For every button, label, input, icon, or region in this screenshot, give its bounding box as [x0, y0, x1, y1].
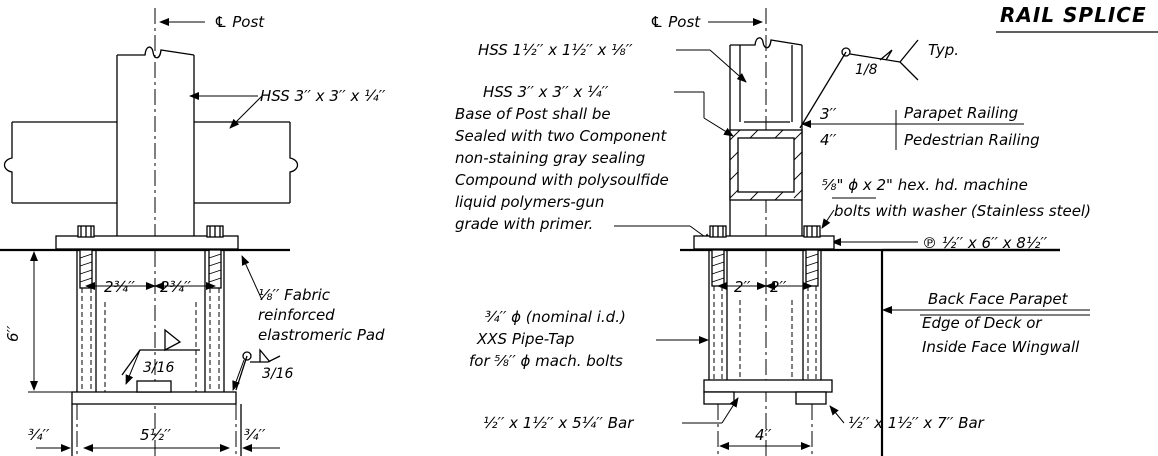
right-bolt: [711, 249, 725, 287]
right-base-plate: [693, 235, 835, 250]
left-cl-label: ℄ Post: [214, 13, 265, 31]
right-note-line3: non-staining gray sealing: [455, 149, 645, 167]
right-dim-4: 4′′: [820, 131, 837, 149]
left-rail-break-left: [3, 122, 13, 203]
right-bolt: [805, 249, 819, 287]
right-dim-3: 3′′: [820, 105, 837, 123]
left-hss-label: HSS 3′′ x 3′′ x ¼′′: [260, 87, 386, 105]
right-bar-foot-left: [703, 391, 735, 405]
right-note-line4: Compound with polysoulfide: [455, 171, 669, 189]
right-bar-left: ½′′ x 1½′′ x 5¼′′ Bar: [483, 414, 634, 432]
right-pedestrian: Pedestrian Railing: [904, 131, 1040, 149]
left-dim-bottom-left: ¾′′: [28, 426, 50, 444]
left-pad-line1: ⅛′′ Fabric: [258, 286, 331, 304]
right-back-line1: Back Face Parapet: [928, 290, 1069, 308]
left-bottom-bar: [71, 391, 237, 405]
right-cl-label: ℄ Post: [650, 13, 701, 31]
left-weld-b: 3/16: [262, 366, 294, 382]
left-rail-leader: [229, 95, 263, 129]
left-base-plate: [55, 235, 239, 250]
right-back-line3: Inside Face Wingwall: [922, 338, 1080, 356]
left-elevation-view: ℄ Post HSS 3′′ x 3′′ x ¼′′: [0, 8, 386, 456]
weld-all-around-icon: [841, 47, 851, 57]
left-dim-height: 6′′: [4, 325, 22, 342]
right-dim-2a: 2′′: [734, 278, 751, 296]
left-rail-break-right: [289, 122, 299, 203]
left-dim-bottom-mid: 5½′′: [140, 426, 171, 444]
left-pad-line3: elastromeric Pad: [258, 326, 385, 344]
right-bolts-line1: ⅝" ϕ x 2" hex. hd. machine: [822, 176, 1028, 194]
right-pipe-line1: ¾′′ ϕ (nominal i.d.): [485, 308, 626, 326]
right-section-view: ℄ Post HSS 1½′′ x 1½′′ x ⅛′′ HSS 3′′ x 3…: [455, 8, 1091, 456]
right-plate: ℗ ½′′ x 6′′ x 8½′′: [922, 234, 1048, 252]
left-dim-left: 2¾′′: [104, 278, 135, 296]
weld-all-around-icon: [242, 351, 252, 361]
right-pipe-line3: for ⅝′′ ϕ mach. bolts: [469, 352, 623, 370]
right-pipe-line2: XXS Pipe-Tap: [476, 330, 574, 348]
left-dim-right: 2¾′′: [160, 278, 191, 296]
right-note-line1: Base of Post shall be: [455, 105, 611, 123]
right-weld: 1/8: [855, 62, 878, 78]
right-dim-2b: 2′′: [770, 278, 787, 296]
right-back-line2: Edge of Deck or: [922, 314, 1042, 332]
left-weld-a: 3/16: [143, 360, 175, 376]
right-bar-foot-right: [795, 391, 827, 405]
drawing-title: RAIL SPLICE: [1000, 3, 1147, 27]
right-parapet: Parapet Railing: [904, 104, 1018, 122]
right-note-line5: liquid polymers-gun: [455, 193, 604, 211]
right-bar-right: ½′′ x 1½′′ x 7′′ Bar: [848, 414, 985, 432]
right-hss-big: HSS 3′′ x 3′′ x ¼′′: [483, 83, 609, 101]
left-post-break: [117, 46, 195, 59]
right-dim-bottom: 4′′: [755, 426, 772, 444]
right-note-line6: grade with primer.: [455, 215, 593, 233]
right-typ: Typ.: [928, 41, 959, 59]
right-hss-small: HSS 1½′′ x 1½′′ x ⅛′′: [478, 41, 633, 59]
left-dim-bottom-right: ¾′′: [244, 426, 266, 444]
left-bar-tab: [136, 380, 172, 393]
right-bottom-bar: [703, 379, 833, 393]
right-note-line2: Sealed with two Component: [455, 127, 668, 145]
right-bolts-line2: bolts with washer (Stainless steel): [834, 202, 1091, 220]
left-pad-line2: reinforced: [258, 306, 335, 324]
